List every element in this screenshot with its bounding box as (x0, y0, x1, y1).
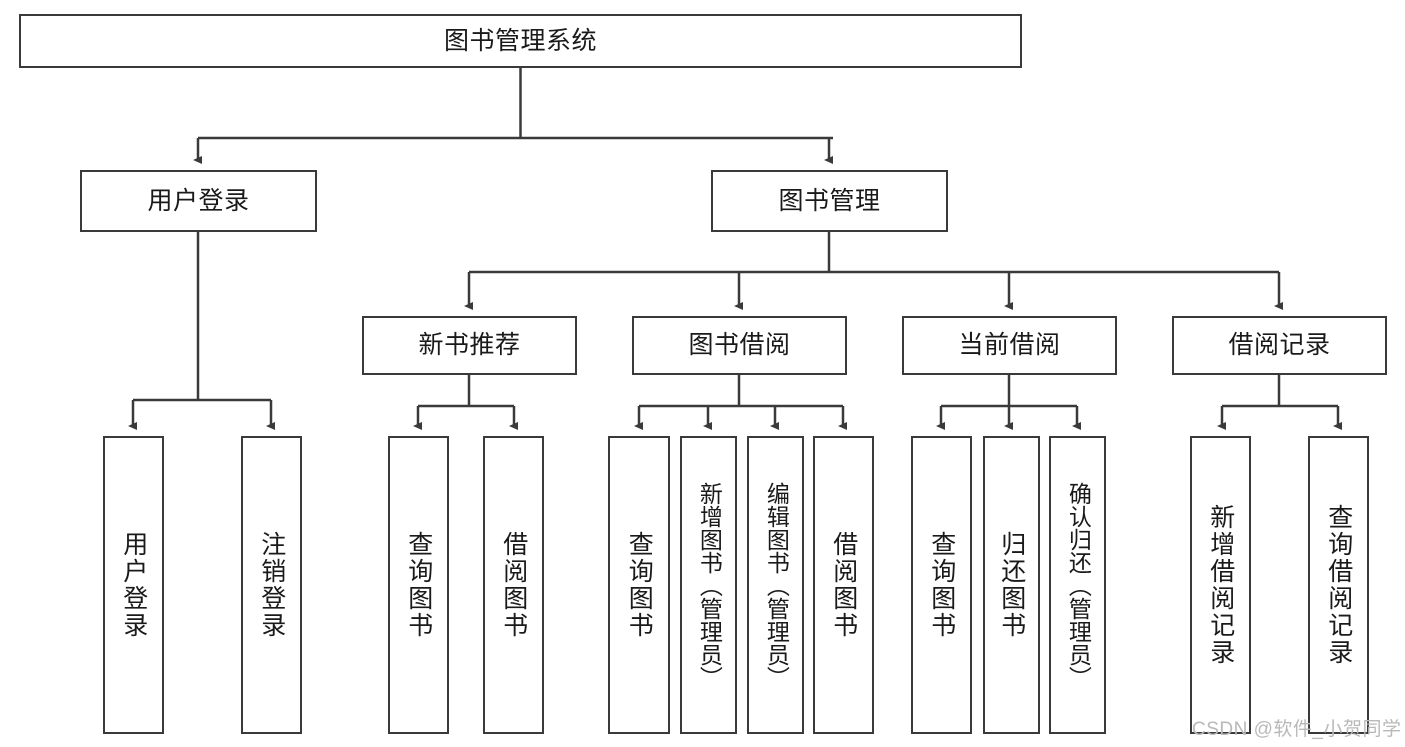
node-leaf-record-query-label: 查询借阅记录 (1324, 504, 1353, 666)
node-leaf-current-confirm-return-admin-label: 确认归还（管理员） (1065, 481, 1092, 689)
node-root-system[interactable]: 图书管理系统 (19, 14, 1022, 68)
node-borrow-record-label: 借阅记录 (1228, 331, 1331, 360)
node-leaf-current-query-book[interactable]: 查询图书 (911, 436, 972, 734)
node-leaf-user-login-label: 用户登录 (119, 531, 148, 639)
node-leaf-borrow-add-book-admin[interactable]: 新增图书（管理员） (680, 436, 737, 734)
node-leaf-recommend-query-book-label: 查询图书 (404, 531, 433, 639)
node-leaf-borrow-borrow-book[interactable]: 借阅图书 (813, 436, 874, 734)
node-leaf-record-add[interactable]: 新增借阅记录 (1190, 436, 1251, 734)
node-leaf-record-add-label: 新增借阅记录 (1206, 504, 1235, 666)
node-book-borrow-label: 图书借阅 (688, 331, 791, 360)
node-current-borrow[interactable]: 当前借阅 (902, 316, 1117, 375)
node-leaf-recommend-query-book[interactable]: 查询图书 (388, 436, 449, 734)
node-new-book-recommend-label: 新书推荐 (418, 331, 521, 360)
node-leaf-borrow-query-book[interactable]: 查询图书 (608, 436, 670, 734)
node-leaf-current-return-book-label: 归还图书 (997, 531, 1026, 639)
node-leaf-record-query[interactable]: 查询借阅记录 (1308, 436, 1369, 734)
node-new-book-recommend[interactable]: 新书推荐 (362, 316, 577, 375)
node-borrow-record[interactable]: 借阅记录 (1172, 316, 1387, 375)
node-user-login-label: 用户登录 (147, 186, 250, 215)
node-leaf-borrow-query-book-label: 查询图书 (625, 531, 654, 639)
node-book-borrow[interactable]: 图书借阅 (632, 316, 847, 375)
node-leaf-current-return-book[interactable]: 归还图书 (983, 436, 1040, 734)
node-leaf-borrow-edit-book-admin-label: 编辑图书（管理员） (763, 481, 790, 689)
node-leaf-recommend-borrow-book[interactable]: 借阅图书 (483, 436, 544, 734)
node-user-login[interactable]: 用户登录 (80, 170, 317, 232)
node-leaf-borrow-edit-book-admin[interactable]: 编辑图书（管理员） (747, 436, 804, 734)
node-root-system-label: 图书管理系统 (443, 26, 597, 55)
node-leaf-user-login[interactable]: 用户登录 (103, 436, 164, 734)
node-leaf-user-logout[interactable]: 注销登录 (241, 436, 302, 734)
node-leaf-user-logout-label: 注销登录 (257, 531, 286, 639)
csdn-watermark: CSDN @软件_小贺同学 (1192, 719, 1402, 740)
node-book-manage[interactable]: 图书管理 (711, 170, 948, 232)
node-leaf-current-confirm-return-admin[interactable]: 确认归还（管理员） (1049, 436, 1106, 734)
node-leaf-recommend-borrow-book-label: 借阅图书 (499, 531, 528, 639)
node-leaf-current-query-book-label: 查询图书 (927, 531, 956, 639)
node-book-manage-label: 图书管理 (778, 186, 881, 215)
node-leaf-borrow-add-book-admin-label: 新增图书（管理员） (696, 481, 723, 689)
node-current-borrow-label: 当前借阅 (958, 331, 1061, 360)
node-leaf-borrow-borrow-book-label: 借阅图书 (829, 531, 858, 639)
